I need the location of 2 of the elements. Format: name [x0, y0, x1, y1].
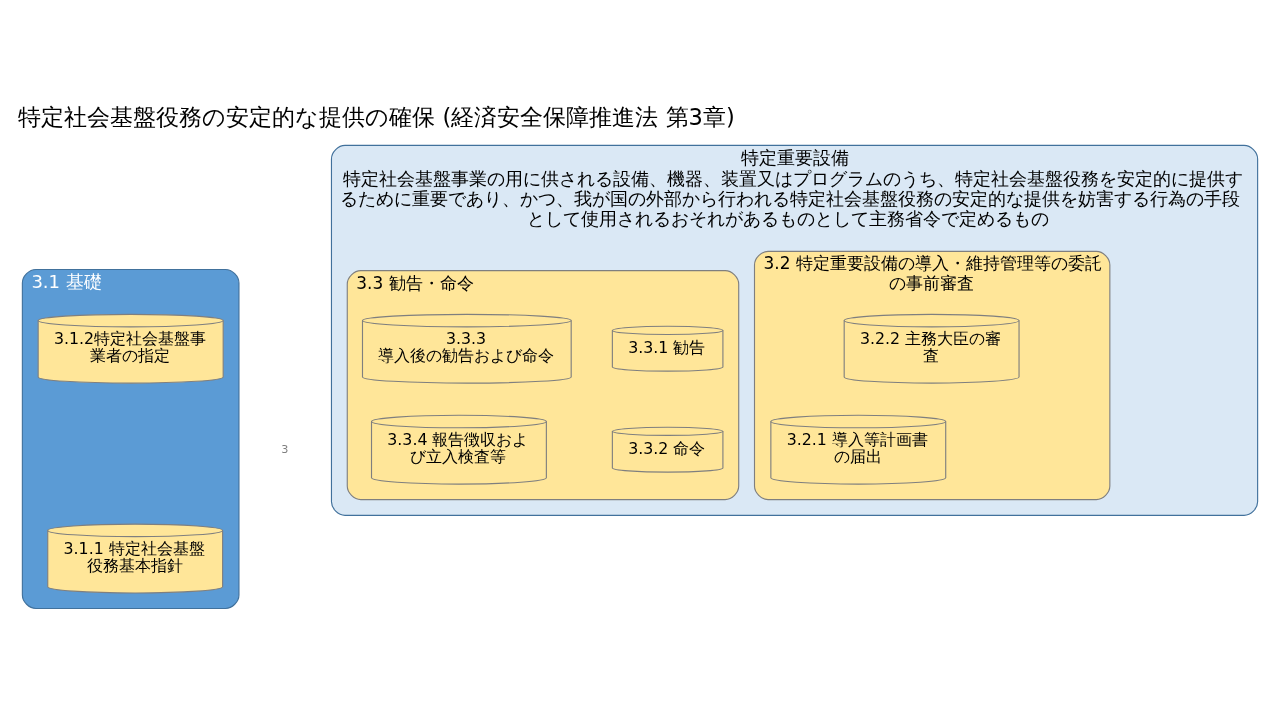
label: 3 — [281, 442, 289, 456]
diagram-title: 特定社会基盤役務の安定的な提供の確保 (経済安全保障推進法 第3章) — [18, 104, 735, 131]
